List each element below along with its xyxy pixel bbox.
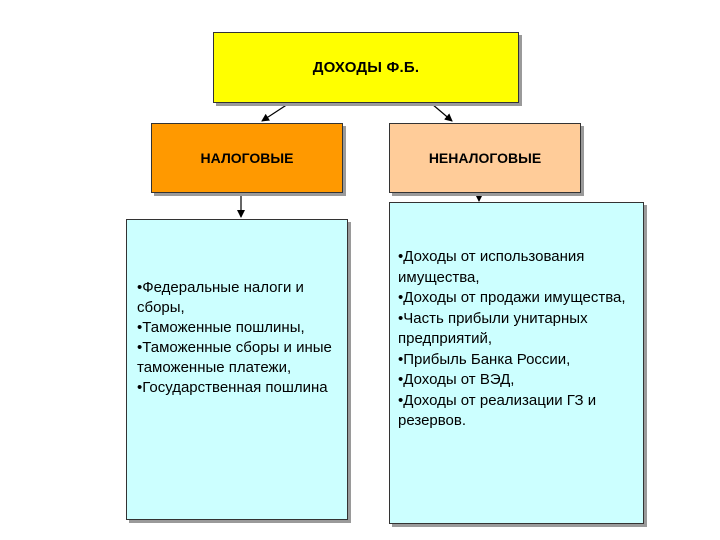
list-item: •Таможенные пошлины, [137,319,305,336]
arrow-root-to-nontax [431,103,453,122]
list-item: •Государственная пошлина [137,379,328,396]
list-item: •Федеральные налоги и сборы, [137,279,304,316]
arrow-root-to-tax [261,103,289,122]
tax-revenue-label: НАЛОГОВЫЕ [200,150,294,166]
nontax-revenue-node: НЕНАЛОГОВЫЕ [389,123,581,193]
list-item: •Доходы от использования имущества, [398,248,585,286]
nontax-revenue-list: •Доходы от использования имущества, •Дох… [389,202,644,524]
nontax-revenue-label: НЕНАЛОГОВЫЕ [428,150,542,166]
list-item: •Доходы от ВЭД, [398,371,515,388]
list-item: •Прибыль Банка России, [398,350,571,368]
list-item: •Доходы от реализации ГЗ и резервов. [398,391,597,430]
tax-revenue-list: •Федеральные налоги и сборы, •Таможенные… [126,219,348,520]
list-item: •Доходы от продажи имущества, [398,289,626,306]
root-node: ДОХОДЫ Ф.Б. [213,32,519,103]
tax-revenue-node: НАЛОГОВЫЕ [151,123,343,193]
list-item: •Таможенные сборы и иные таможенные плат… [137,339,332,376]
root-label: ДОХОДЫ Ф.Б. [312,59,420,76]
list-item: •Часть прибыли унитарных предприятий, [398,309,588,348]
